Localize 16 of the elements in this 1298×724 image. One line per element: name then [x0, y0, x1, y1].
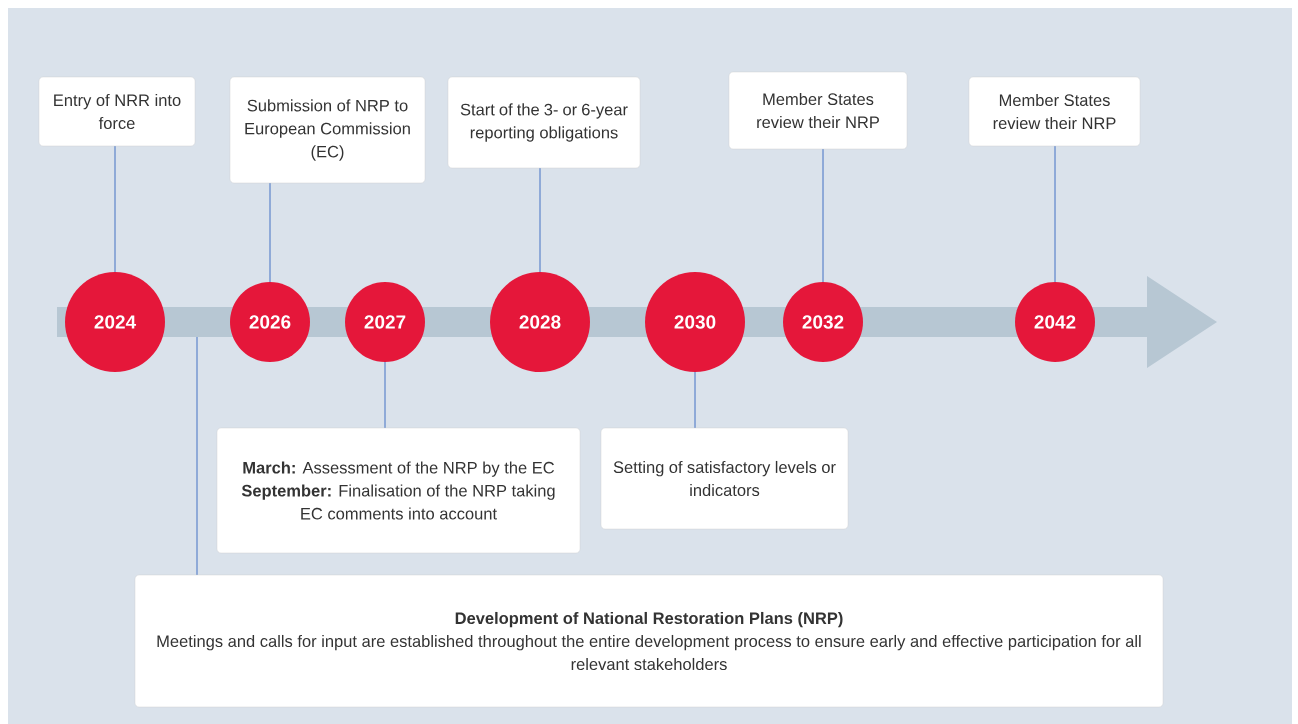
event-box: March: Assessment of the NRP by the EC September: Finalisation of the NRP taking EC comments into account — [216, 427, 581, 554]
event-box: Member States review their NRP — [968, 76, 1141, 147]
leader-line — [196, 336, 198, 576]
leader-line — [1054, 145, 1056, 283]
leader-line — [114, 145, 116, 273]
event-box: Development of National Restoration Plans (NRP) Meetings and calls for input are established throughout the entire development process to ensure early and effective participation for all relevant stakeholders — [134, 574, 1164, 708]
event-box: Start of the 3- or 6-year reporting obligations — [447, 76, 641, 169]
event-box: Member States review their NRP — [728, 71, 908, 150]
event-box: Submission of NRP to European Commission (EC) — [229, 76, 426, 184]
leader-line — [822, 148, 824, 283]
event-box: Entry of NRR into force — [38, 76, 196, 147]
leader-line — [384, 361, 386, 429]
leader-line — [694, 371, 696, 429]
leader-line — [269, 182, 271, 283]
event-box: Setting of satisfactory levels or indicators — [600, 427, 849, 530]
leader-line — [539, 167, 541, 273]
